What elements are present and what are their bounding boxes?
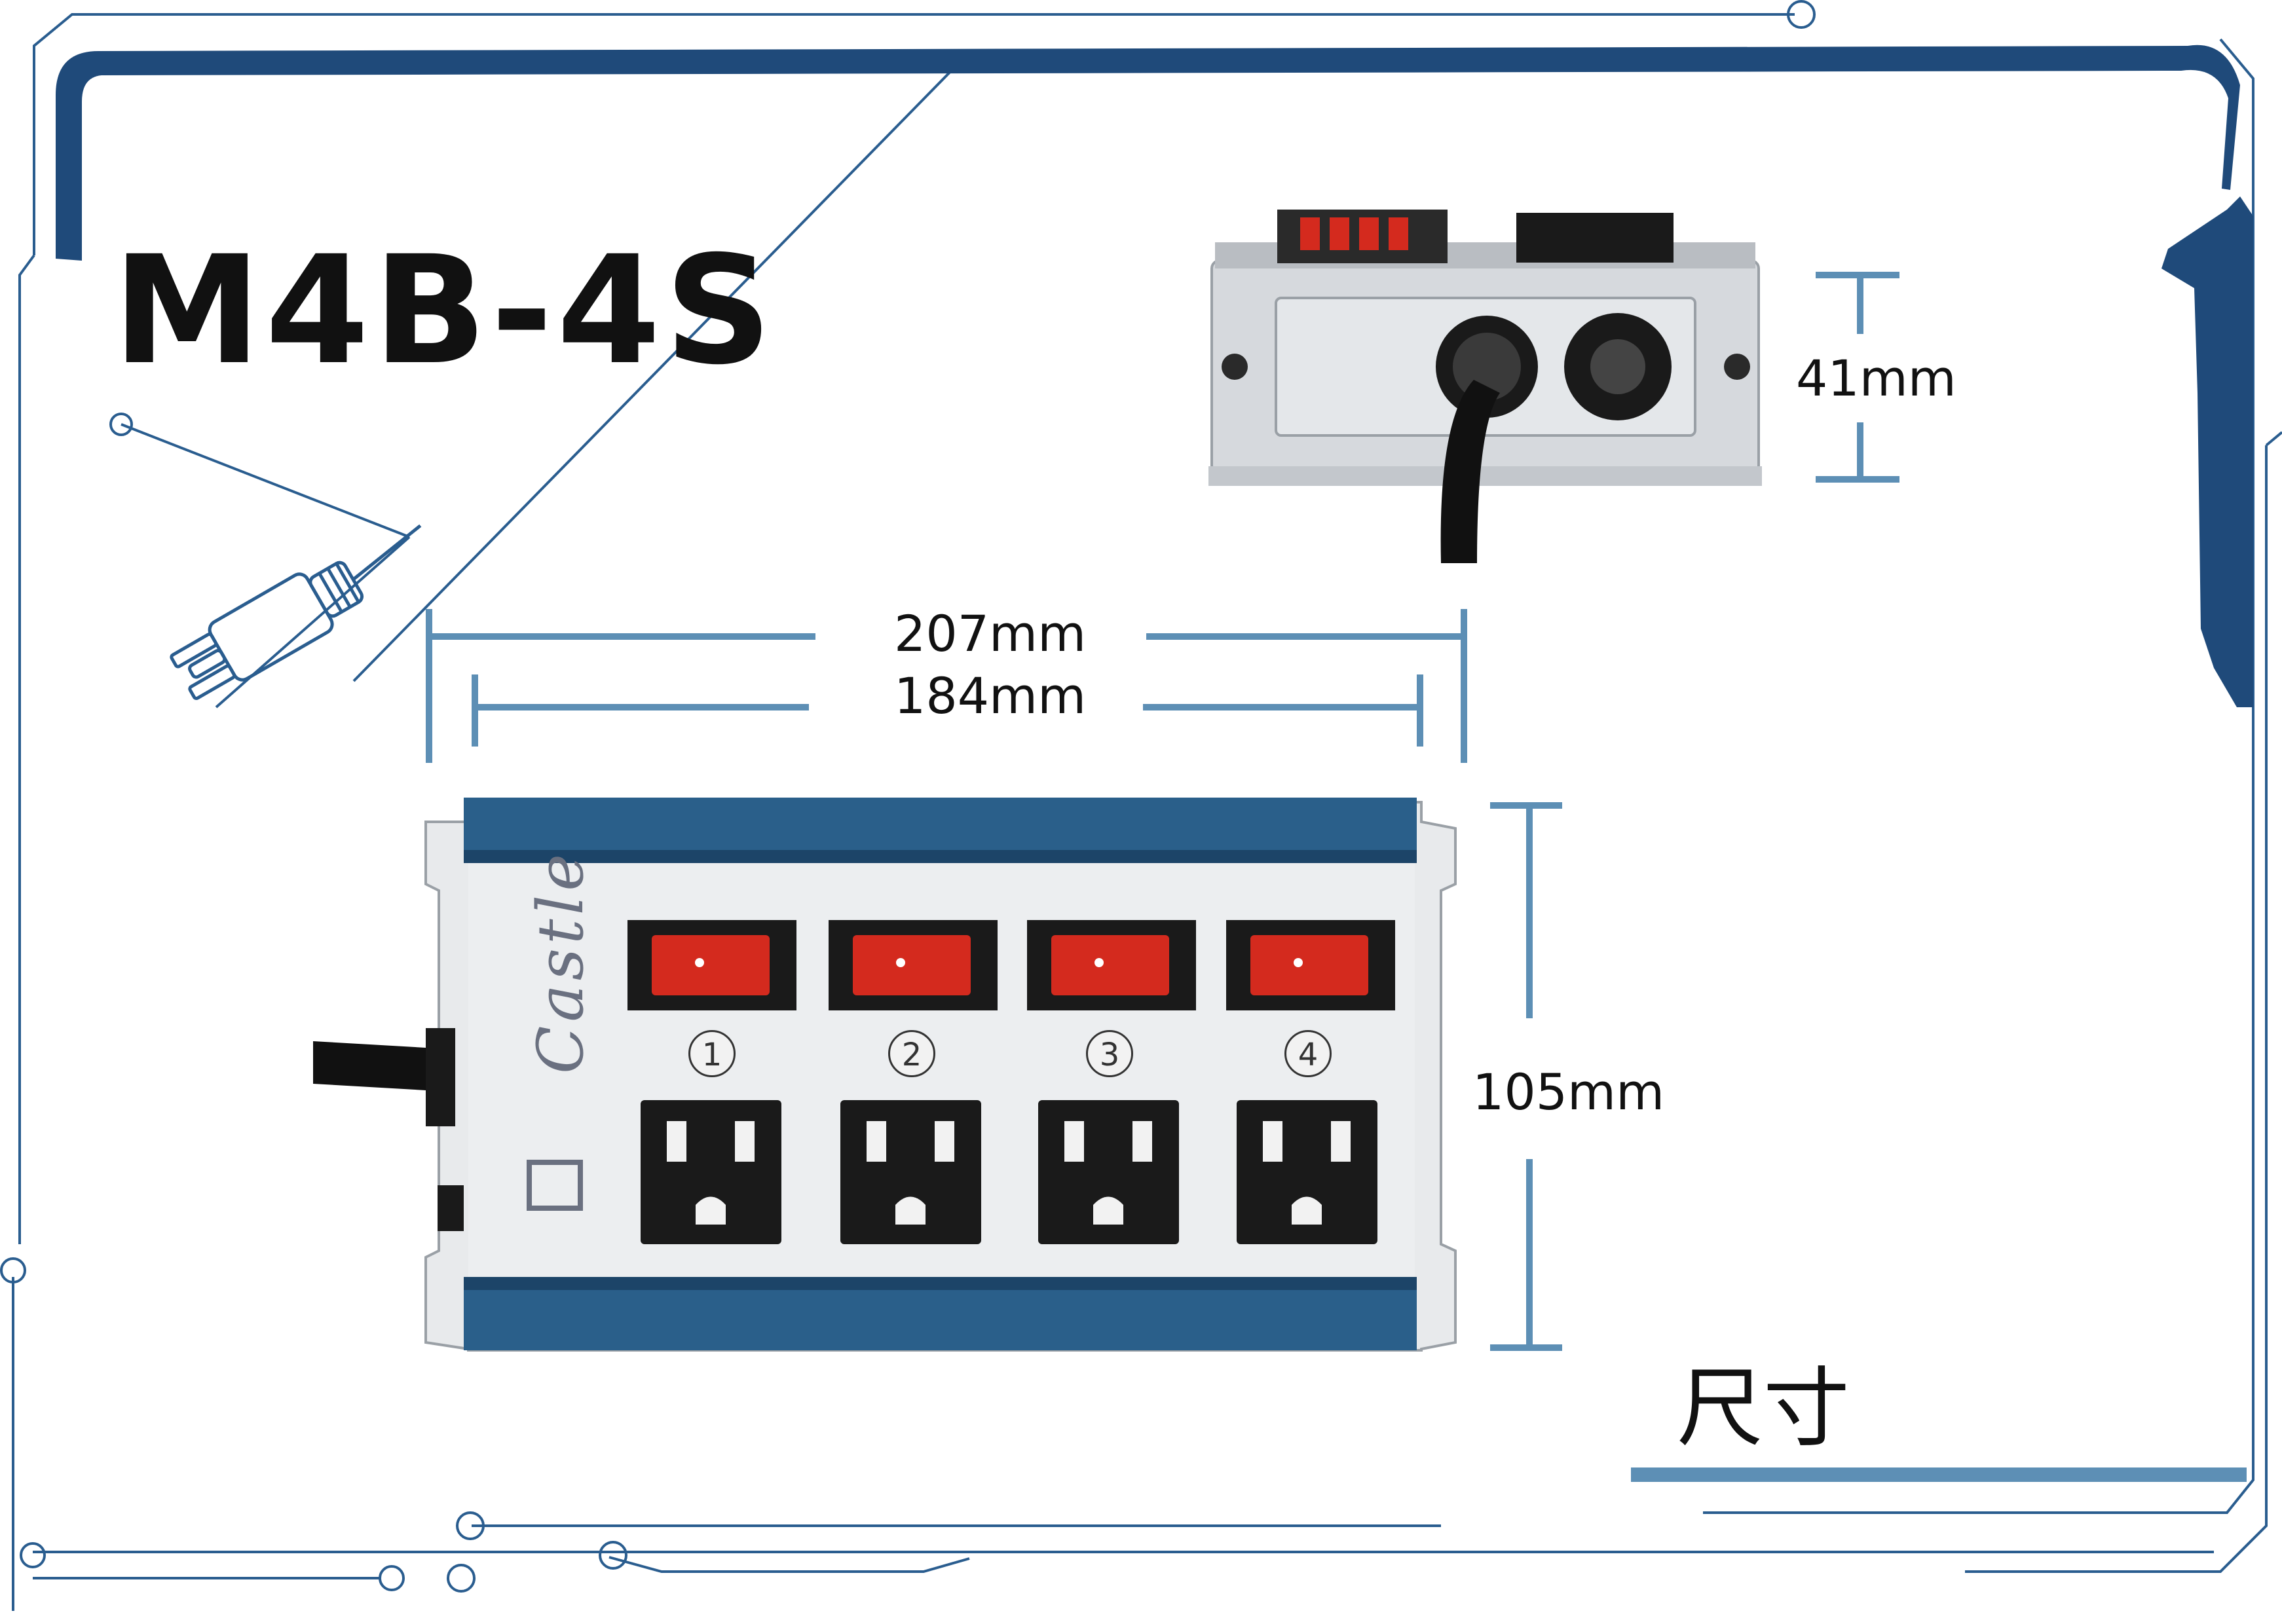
- outlet-3: [1038, 1100, 1179, 1244]
- outlet-4: [1237, 1100, 1377, 1244]
- outlet-1: [641, 1100, 781, 1244]
- model-title: M4B-4S: [113, 223, 776, 397]
- top-view: [313, 798, 1457, 1352]
- caption-size: 尺寸: [1677, 1358, 1850, 1459]
- dimension-label-184: 184mm: [894, 667, 1087, 725]
- switch-3[interactable]: [1027, 920, 1196, 1010]
- brand-logo-mark: [527, 1160, 583, 1211]
- outlet-number-4: 4: [1284, 1030, 1332, 1077]
- switch-1[interactable]: [627, 920, 796, 1010]
- dimension-label-105: 105mm: [1472, 1063, 1665, 1121]
- switch-2[interactable]: [829, 920, 998, 1010]
- side-view: [1208, 210, 1762, 563]
- plug-icon: [170, 524, 422, 700]
- dimension-lines: [426, 272, 2247, 1482]
- switch-4[interactable]: [1226, 920, 1395, 1010]
- outlet-number-1: 1: [688, 1030, 736, 1077]
- outlet-number-2: 2: [888, 1030, 935, 1077]
- outlet-2: [840, 1100, 981, 1244]
- dimension-label-207: 207mm: [894, 604, 1087, 663]
- brand-name: Castle: [524, 849, 597, 1074]
- navy-frame-bands: [56, 45, 2253, 707]
- outlet-number-3: 3: [1086, 1030, 1133, 1077]
- dimension-label-41: 41mm: [1796, 349, 1956, 407]
